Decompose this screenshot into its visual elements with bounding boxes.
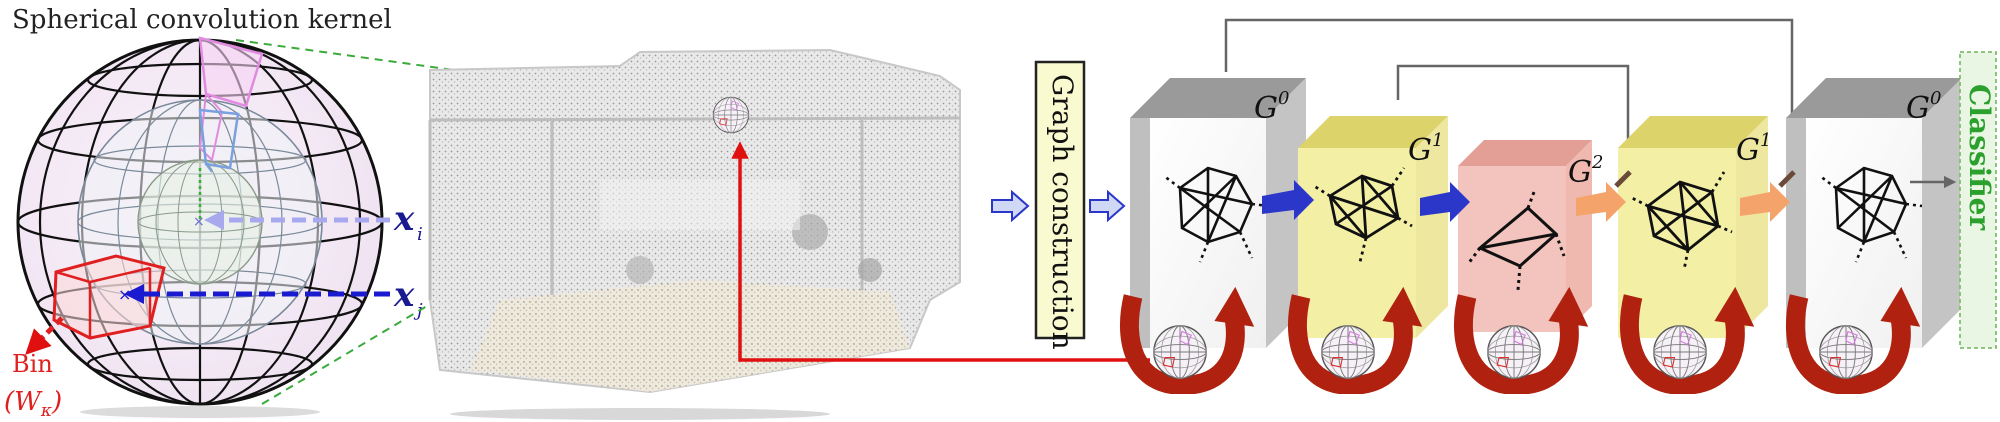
graph-g1-up bbox=[1631, 171, 1733, 271]
red-bin-edges bbox=[55, 266, 152, 338]
unpool-arrow-2 bbox=[1740, 182, 1790, 222]
block-face bbox=[1458, 166, 1566, 332]
kernel-shadow bbox=[80, 406, 320, 418]
graph-construction-label: Graph construction bbox=[1046, 74, 1079, 350]
weight-label: (Wκ) bbox=[4, 387, 62, 421]
xj-subscript: j bbox=[413, 300, 423, 321]
unpool-arrow-1 bbox=[1576, 182, 1626, 222]
u-sphere-5 bbox=[1819, 325, 1873, 379]
block-label-5: G0 bbox=[1906, 88, 1941, 126]
pool-arrow-1 bbox=[1262, 180, 1314, 220]
block-side bbox=[1922, 78, 1962, 348]
graph-g0-out bbox=[1819, 166, 1923, 263]
block-top bbox=[1618, 116, 1768, 148]
block-side bbox=[1416, 116, 1448, 338]
xi-subscript: i bbox=[417, 224, 423, 245]
graph-g0-in bbox=[1163, 166, 1269, 263]
graph-construction-rect bbox=[1034, 60, 1086, 340]
block-label-4: G1 bbox=[1736, 130, 1771, 168]
block-top bbox=[1130, 78, 1306, 118]
kernel-title: Spherical convolution kernel bbox=[12, 5, 392, 35]
kernel-link-line bbox=[731, 141, 1150, 362]
cloud-shadow bbox=[450, 408, 830, 420]
cloud-window bbox=[600, 180, 800, 230]
block-side bbox=[1266, 78, 1306, 348]
block-top bbox=[1298, 116, 1448, 148]
bin-pointer-arrow bbox=[25, 316, 64, 355]
skip-connections bbox=[1224, 18, 1799, 179]
block-labels: G0 G1 G2 G1 G0 bbox=[1254, 88, 1941, 190]
unpool-bars bbox=[1614, 170, 1796, 188]
block-top bbox=[1786, 78, 1962, 118]
u-sphere-1 bbox=[1153, 325, 1207, 379]
point-cloud bbox=[428, 48, 961, 420]
pooling-arrows bbox=[1262, 180, 1470, 222]
block-label-3: G2 bbox=[1568, 152, 1603, 190]
flow-arrow-2 bbox=[1089, 189, 1126, 223]
block-side bbox=[1736, 116, 1768, 338]
unpooling-arrows bbox=[1576, 182, 1790, 222]
flow-arrows bbox=[991, 189, 1126, 223]
xi-label: x bbox=[393, 199, 415, 239]
cloud-object-3 bbox=[858, 258, 882, 282]
skip-inner bbox=[1396, 64, 1635, 179]
u-sphere-4 bbox=[1653, 325, 1707, 379]
u-sphere-2 bbox=[1321, 325, 1375, 379]
spherical-kernel: Spherical convolution kernel bbox=[4, 5, 423, 421]
middle-bin-edge bbox=[205, 163, 213, 173]
pool-arrow-2 bbox=[1420, 182, 1470, 222]
skip-outer bbox=[1224, 18, 1799, 179]
cloud-object-1 bbox=[792, 214, 828, 250]
cloud-room-edges bbox=[428, 116, 961, 360]
cloud-floor bbox=[470, 280, 910, 392]
classifier-label: Classifier bbox=[1963, 84, 1996, 231]
block-label-2: G1 bbox=[1408, 130, 1443, 168]
xj-point-marker: × bbox=[118, 285, 131, 304]
flow-arrow-1 bbox=[991, 189, 1030, 223]
u-sphere-3 bbox=[1487, 325, 1541, 379]
graph-g1-down bbox=[1313, 167, 1413, 263]
middle-bin-outline bbox=[198, 108, 240, 170]
block-label-1: G0 bbox=[1254, 88, 1289, 126]
graph-block-g0-out bbox=[1786, 78, 1962, 348]
graph-construction-box: Graph construction bbox=[1034, 60, 1086, 350]
graph-block-g0-in bbox=[1130, 78, 1306, 348]
top-bin-outline bbox=[198, 36, 264, 108]
classifier-box: Classifier bbox=[1959, 51, 1997, 349]
bin-label: Bin bbox=[12, 350, 53, 378]
xj-label: x bbox=[393, 275, 415, 315]
graph-g2 bbox=[1466, 191, 1566, 291]
cloud-kernel-sphere bbox=[712, 96, 750, 134]
block-top bbox=[1458, 140, 1592, 166]
kernel-link bbox=[731, 141, 1150, 362]
graph-block-g2 bbox=[1458, 140, 1592, 332]
block-side bbox=[1566, 140, 1592, 332]
xi-point-marker: × bbox=[193, 214, 205, 230]
graph-block-g1-up bbox=[1618, 116, 1768, 338]
cloud-object-2 bbox=[626, 256, 654, 284]
classifier-rect bbox=[1959, 51, 1997, 349]
